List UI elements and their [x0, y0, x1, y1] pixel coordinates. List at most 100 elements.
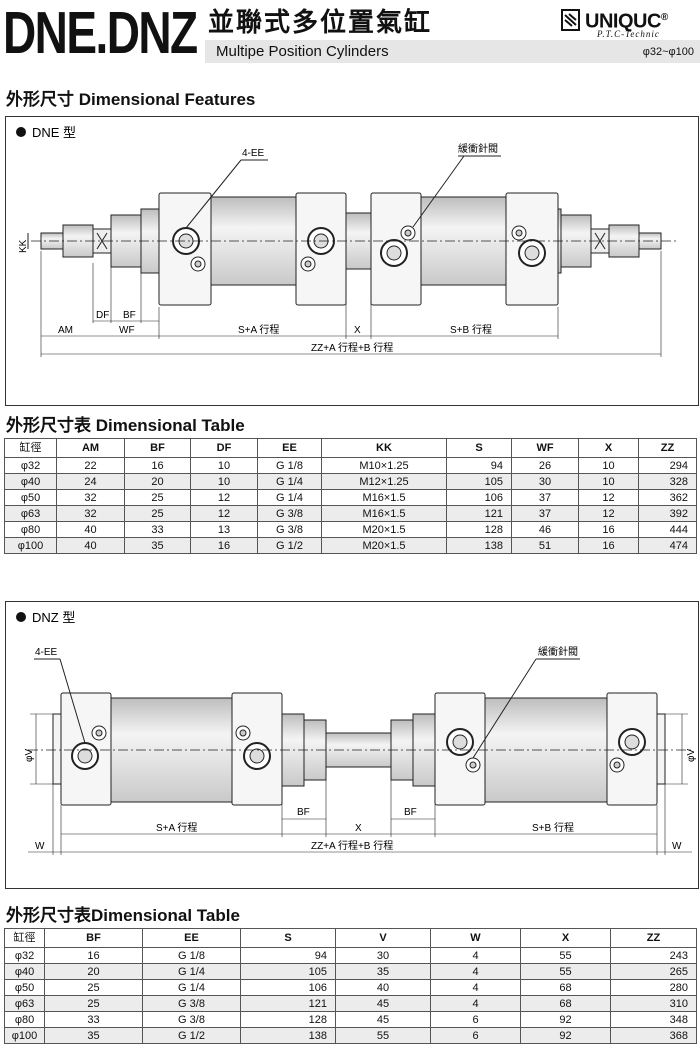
- table-cell: 33: [124, 521, 191, 538]
- col-header: X: [578, 438, 639, 458]
- brand-name-text: UNIQUC: [585, 10, 661, 33]
- table-cell: 12: [190, 489, 258, 506]
- table-cell: 13: [190, 521, 258, 538]
- dne-label-valve: 緩衝針閥: [458, 142, 498, 155]
- table-cell: M10×1.25: [321, 457, 447, 474]
- table-cell: G 3/8: [142, 995, 241, 1012]
- dnz-label-valve: 緩衝針閥: [538, 645, 578, 658]
- table-cell: 121: [240, 995, 336, 1012]
- table-cell: 106: [446, 489, 512, 506]
- col-header: DF: [190, 438, 258, 458]
- table-cell: G 1/4: [142, 979, 241, 996]
- table-cell: 105: [446, 473, 512, 490]
- table-cell: 25: [44, 995, 143, 1012]
- dne-type-marker: [16, 127, 26, 137]
- table-cell: 55: [520, 963, 611, 980]
- table-cell: M20×1.5: [321, 521, 447, 538]
- table-cell: 32: [56, 505, 125, 522]
- dne-label-ee: 4-EE: [242, 148, 265, 159]
- title-english: Multipe Position Cylinders: [216, 43, 389, 60]
- dnz-label-v-left: φV: [24, 749, 35, 762]
- dnz-label-v-right: φV: [686, 749, 697, 762]
- dne-label-x: X: [354, 325, 361, 336]
- table-cell: 294: [638, 457, 697, 474]
- dne-type-label: DNE 型: [32, 125, 76, 140]
- col-header: W: [430, 928, 521, 948]
- table-cell: 25: [124, 505, 191, 522]
- table-cell: 24: [56, 473, 125, 490]
- table-cell: M16×1.5: [321, 489, 447, 506]
- table-cell: 6: [430, 1027, 521, 1044]
- table-cell: 30: [335, 947, 431, 964]
- table-cell: 4: [430, 963, 521, 980]
- table-cell: φ50: [4, 489, 57, 506]
- table1-title: 外形尺寸表 Dimensional Table: [6, 416, 245, 435]
- table-cell: G 3/8: [257, 505, 322, 522]
- table-cell: φ100: [4, 1027, 45, 1044]
- dne-label-am: AM: [58, 325, 73, 336]
- col-header: EE: [257, 438, 322, 458]
- table-cell: 40: [56, 521, 125, 538]
- table-cell: 16: [578, 521, 639, 538]
- dnz-label-w-left: W: [35, 841, 45, 852]
- table-cell: G 1/4: [257, 473, 322, 490]
- table-cell: 310: [610, 995, 697, 1012]
- col-header: S: [240, 928, 336, 948]
- dnz-label-bf-right: BF: [404, 807, 417, 818]
- table-cell: 128: [240, 1011, 336, 1028]
- table-cell: 35: [335, 963, 431, 980]
- dnz-label-bf-left: BF: [297, 807, 310, 818]
- dne-drawing-panel: DNE 型 4-EE: [5, 116, 699, 406]
- table-cell: 46: [511, 521, 579, 538]
- table-header-row: 缸徑 BF EE S V W X ZZ: [4, 928, 697, 948]
- table-cell: 10: [190, 457, 258, 474]
- table-cell: 37: [511, 489, 579, 506]
- table-cell: 45: [335, 1011, 431, 1028]
- table-cell: 55: [335, 1027, 431, 1044]
- table-cell: φ100: [4, 537, 57, 554]
- table-cell: 92: [520, 1027, 611, 1044]
- table-cell: φ50: [4, 979, 45, 996]
- dnz-label-x: X: [355, 823, 362, 834]
- table-cell: 12: [578, 489, 639, 506]
- table-cell: 30: [511, 473, 579, 490]
- table-cell: 16: [190, 537, 258, 554]
- table-cell: G 1/8: [142, 947, 241, 964]
- table-cell: 20: [124, 473, 191, 490]
- brand-logo-mark-icon: [564, 13, 577, 27]
- table-cell: 106: [240, 979, 336, 996]
- dnz-drawing: DNZ 型 4-EE 緩衝針閥: [16, 610, 697, 855]
- dnz-label-w-right: W: [672, 841, 682, 852]
- dnz-label-sb: S+B 行程: [532, 821, 574, 834]
- dne-label-kk: KK: [18, 239, 29, 253]
- table-cell: 12: [578, 505, 639, 522]
- col-header: AM: [56, 438, 125, 458]
- table-cell: 348: [610, 1011, 697, 1028]
- table-cell: 10: [578, 473, 639, 490]
- table-cell: 474: [638, 537, 697, 554]
- table-cell: 22: [56, 457, 125, 474]
- dnz-label-sa: S+A 行程: [156, 821, 197, 834]
- table-cell: 16: [124, 457, 191, 474]
- table-cell: 45: [335, 995, 431, 1012]
- table-cell: φ80: [4, 1011, 45, 1028]
- table-cell: 68: [520, 995, 611, 1012]
- table-cell: 392: [638, 505, 697, 522]
- dne-label-sa: S+A 行程: [238, 323, 279, 336]
- table-cell: 362: [638, 489, 697, 506]
- table-cell: 138: [240, 1027, 336, 1044]
- table-cell: 32: [56, 489, 125, 506]
- table-cell: 51: [511, 537, 579, 554]
- table-cell: 33: [44, 1011, 143, 1028]
- table-cell: 265: [610, 963, 697, 980]
- table-cell: 4: [430, 995, 521, 1012]
- table-cell: φ63: [4, 505, 57, 522]
